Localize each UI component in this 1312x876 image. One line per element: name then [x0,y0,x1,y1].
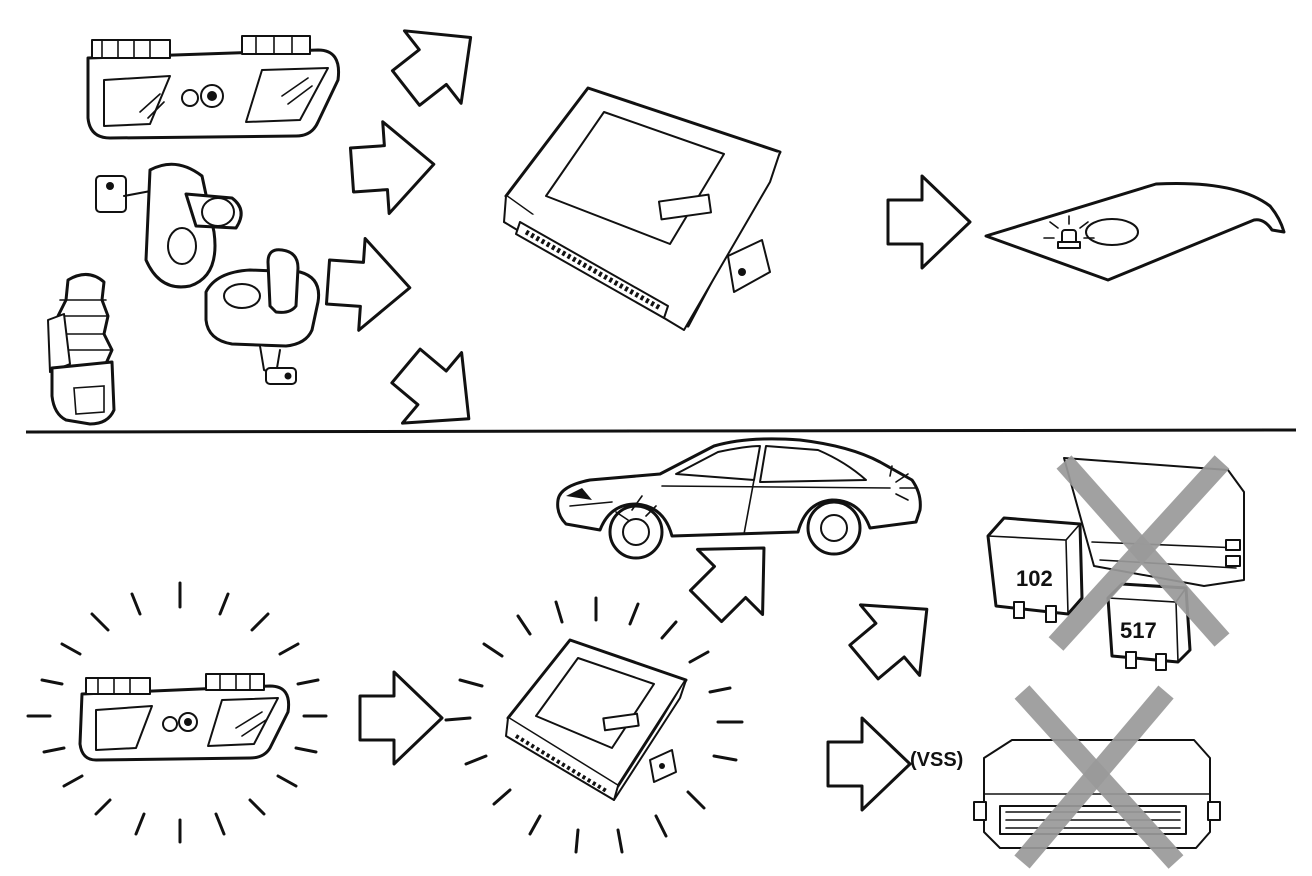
flow-arrow-icon [826,716,912,812]
flow-arrow-icon [376,0,501,126]
flow-arrow-icon [347,116,439,218]
alarm-control-module-icon [503,86,782,331]
door-contact-switch-icon [95,162,243,289]
alarm-control-module-icon [505,638,688,801]
door-lock-switch-icon [86,35,341,140]
relay-number-label: 517 [1120,618,1157,643]
warning-led-icon [984,182,1286,282]
vss-label: (VSS) [910,749,963,771]
relay-number-label: 102 [1016,566,1053,591]
warning-rays [444,596,744,854]
section-divider [25,428,1297,434]
car-side-view-icon [556,437,922,560]
bonnet-contact-switch-icon [204,248,321,385]
cross-out-icon [1048,455,1230,651]
trunk-lock-cylinder-icon [47,273,116,426]
vehicle-speed-sensor-module-icon [973,739,1221,849]
warning-rays [26,581,328,844]
cross-out-icon [1014,685,1184,869]
door-lock-switch-icon [78,673,291,762]
flow-arrow-icon [358,670,444,766]
relay-icon: 102 [986,516,1084,623]
flow-arrow-icon [832,572,958,699]
flow-arrow-icon [886,174,972,270]
flow-arrow-icon [374,329,500,456]
flow-arrow-icon [323,234,415,336]
